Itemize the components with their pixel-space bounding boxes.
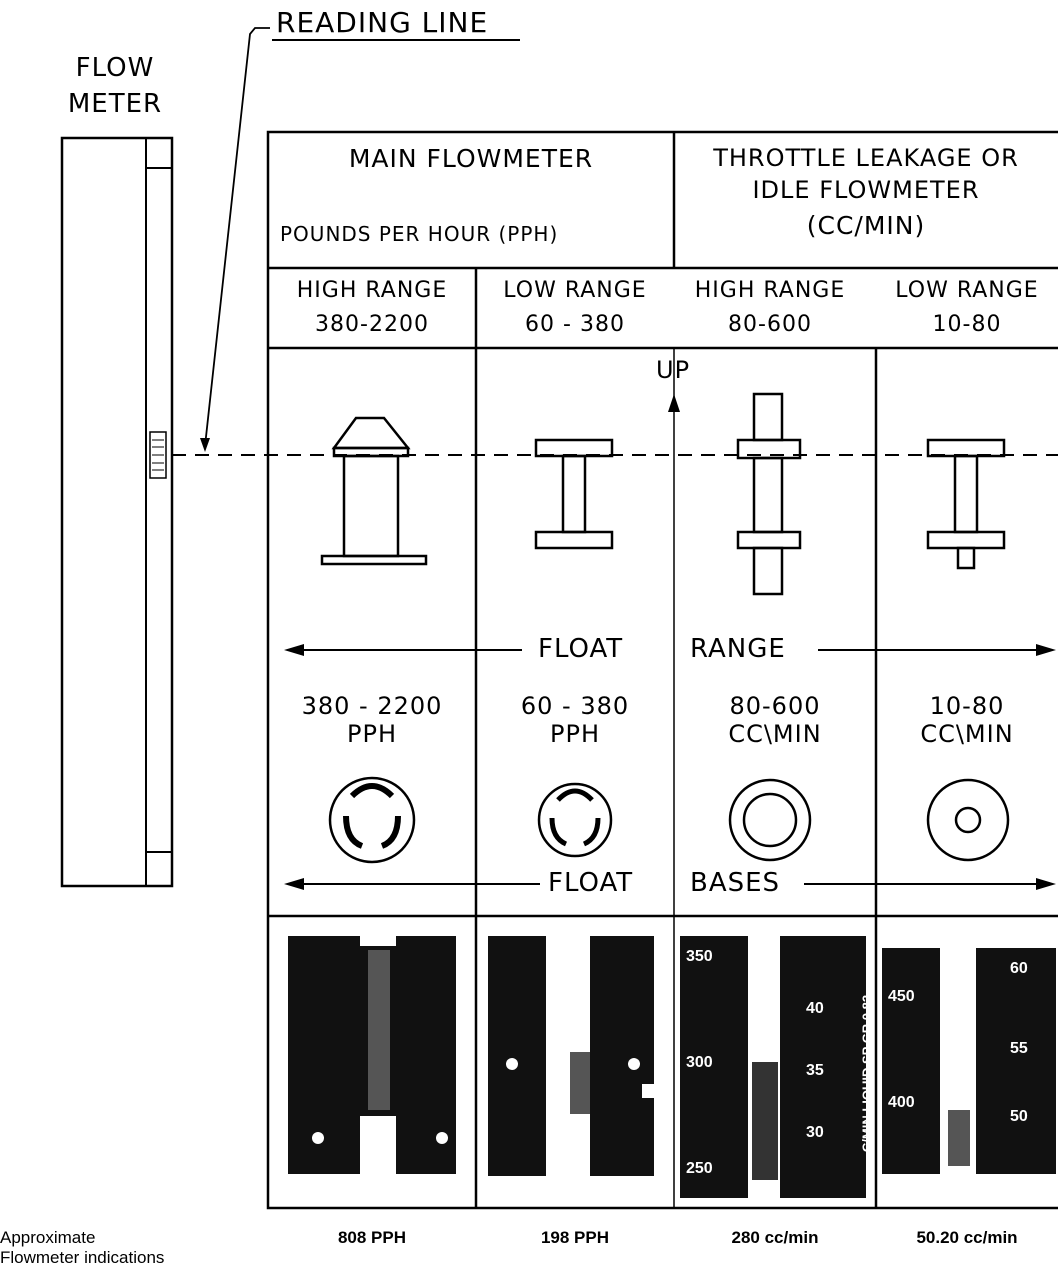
range-name: HIGH RANGE xyxy=(694,278,846,303)
base-label-1: 380 - 2200 PPH xyxy=(268,692,476,748)
main-flowmeter-title: MAIN FLOWMETER xyxy=(348,144,594,173)
meter3-tick-300: 300 xyxy=(686,1054,713,1071)
indication-value-1: 808 PPH xyxy=(337,1228,407,1247)
reading-line-pointer xyxy=(204,27,270,447)
table-frame xyxy=(266,130,1058,1210)
range-span: 380-2200 xyxy=(315,312,429,337)
flow-meter-label-line1: FLOW xyxy=(75,53,155,83)
base-disc-low-main xyxy=(537,782,613,858)
float-range-left: FLOAT xyxy=(538,634,624,664)
range-name: HIGH RANGE xyxy=(296,278,448,303)
throttle-flowmeter-title: THROTTLE LEAKAGE OR IDLE FLOWMETER (CC/M… xyxy=(674,142,1058,242)
flow-meter-label: FLOW METER xyxy=(40,50,190,122)
range-cell-3: HIGH RANGE 80-600 xyxy=(674,274,866,342)
reading-line-label: READING LINE xyxy=(276,6,489,39)
float-low-main xyxy=(534,438,614,550)
meter4-tick-60: 60 xyxy=(1010,960,1028,977)
base-disc-low-throttle xyxy=(926,778,1010,862)
float-bases-left: FLOAT xyxy=(548,868,634,898)
main-flowmeter-units: POUNDS PER HOUR (PPH) xyxy=(280,222,559,246)
base-value: 380 - 2200 xyxy=(301,692,443,720)
flow-meter-label-line2: METER xyxy=(67,89,163,119)
meter-panel-4 xyxy=(882,948,1056,1174)
meter4-tick-400: 400 xyxy=(888,1094,915,1111)
range-span: 60 - 380 xyxy=(525,312,625,337)
meter-panel-1 xyxy=(288,936,456,1174)
float-high-main xyxy=(320,416,428,566)
range-name: LOW RANGE xyxy=(503,278,647,303)
indications-caption: Approximate Flowmeter indications xyxy=(0,1228,164,1268)
meter3-side-label: C/MIN LIQUID SP GR 0.82 xyxy=(859,994,875,1153)
range-span: 10-80 xyxy=(932,312,1002,337)
flow-meter-inner xyxy=(145,167,173,853)
up-label: UP xyxy=(656,356,691,384)
base-disc-high-main xyxy=(328,776,416,864)
meter3-tick-350: 350 xyxy=(686,948,713,965)
throttle-title-line2: IDLE FLOWMETER xyxy=(752,176,980,204)
range-span: 80-600 xyxy=(728,312,812,337)
throttle-title-line3: (CC/MIN) xyxy=(806,211,926,240)
meter-panel-3 xyxy=(680,936,866,1198)
meter3-tick-250: 250 xyxy=(686,1160,713,1177)
base-label-2: 60 - 380 PPH xyxy=(476,692,674,748)
indication-value-4: 50.20 cc/min xyxy=(916,1228,1018,1247)
float-high-throttle xyxy=(736,392,802,596)
flow-meter-tube xyxy=(60,136,174,888)
indication-value-2: 198 PPH xyxy=(540,1228,610,1247)
float-low-throttle xyxy=(926,438,1006,570)
base-unit: PPH xyxy=(347,720,397,748)
meter4-tick-55: 55 xyxy=(1010,1040,1028,1057)
range-name: LOW RANGE xyxy=(895,278,1039,303)
base-label-4: 10-80 CC\MIN xyxy=(876,692,1058,748)
meter3-tick-40: 40 xyxy=(806,1000,824,1017)
meter-panel-2 xyxy=(488,936,656,1176)
base-unit: CC\MIN xyxy=(920,720,1014,748)
float-range-right: RANGE xyxy=(690,634,786,664)
base-value: 10-80 xyxy=(929,692,1005,720)
range-cell-2: LOW RANGE 60 - 380 xyxy=(476,274,674,342)
base-value: 80-600 xyxy=(729,692,821,720)
range-cell-1: HIGH RANGE 380-2200 xyxy=(268,274,476,342)
meter4-tick-450: 450 xyxy=(888,988,915,1005)
indication-value-3: 280 cc/min xyxy=(731,1228,819,1247)
base-unit: PPH xyxy=(550,720,600,748)
tube-float-marker xyxy=(149,431,167,479)
base-label-3: 80-600 CC\MIN xyxy=(674,692,876,748)
base-disc-high-throttle xyxy=(728,778,812,862)
base-unit: CC\MIN xyxy=(728,720,822,748)
float-bases-right: BASES xyxy=(690,868,781,898)
meter4-tick-50: 50 xyxy=(1010,1108,1028,1125)
meter3-tick-30: 30 xyxy=(806,1124,824,1141)
meter3-tick-35: 35 xyxy=(806,1062,824,1079)
throttle-title-line1: THROTTLE LEAKAGE OR xyxy=(713,144,1019,172)
caption-line1: Approximate xyxy=(0,1228,96,1247)
base-value: 60 - 380 xyxy=(520,692,630,720)
caption-line2: Flowmeter indications xyxy=(0,1248,165,1267)
range-cell-4: LOW RANGE 10-80 xyxy=(876,274,1058,342)
